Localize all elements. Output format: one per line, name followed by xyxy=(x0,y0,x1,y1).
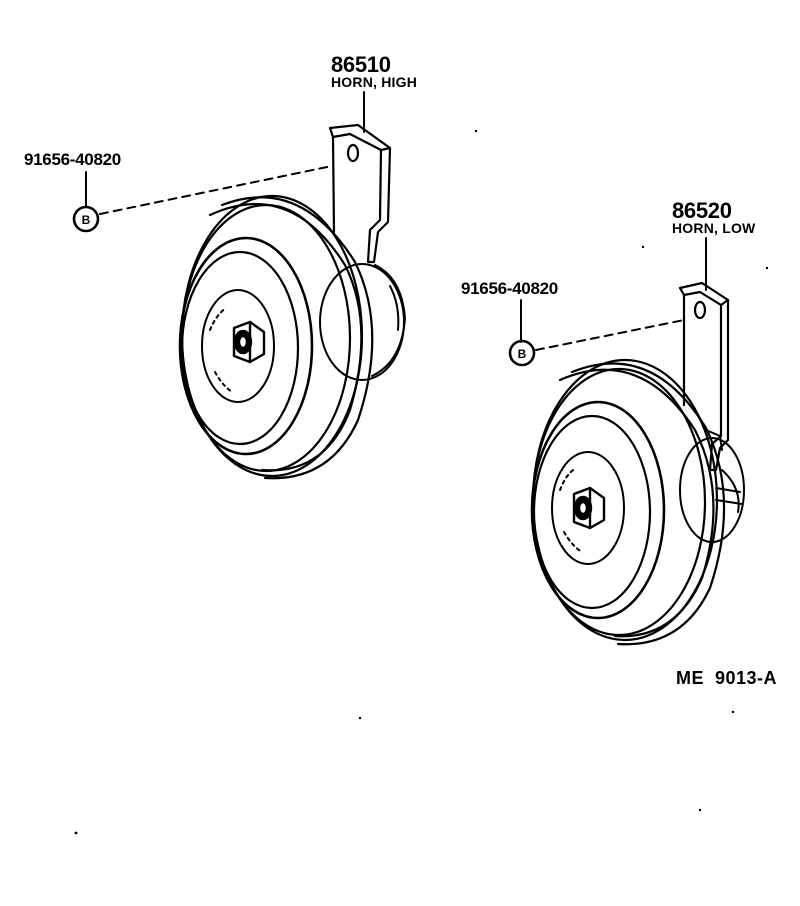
bolt-1-part-number: 91656-40820 xyxy=(24,150,121,169)
horn-low-illustration xyxy=(530,281,745,646)
bolt-symbol-1: B xyxy=(72,205,100,233)
leader-lines xyxy=(85,91,707,351)
horn-high-rear-body xyxy=(319,263,406,381)
print-specks xyxy=(74,129,769,835)
bolt-symbol-2-letter: B xyxy=(518,347,527,361)
horn-high-part-number: 86510 xyxy=(331,52,391,77)
bolt-2-part-number: 91656-40820 xyxy=(461,279,558,298)
bolt-symbol-1-letter: B xyxy=(82,213,91,227)
horn-low-part-number: 86520 xyxy=(672,198,732,223)
horn-high-face xyxy=(201,289,275,403)
horn-high-name: HORN, HIGH xyxy=(331,74,417,90)
diagram-code: ME 9013-A xyxy=(676,668,778,688)
horn-high-bell xyxy=(178,194,374,480)
horn-high-center-nut xyxy=(232,320,266,364)
horn-high-illustration xyxy=(178,123,406,480)
horn-low-center-nut xyxy=(572,486,606,530)
horn-low-bell xyxy=(530,358,726,646)
horn-low-face xyxy=(551,451,625,565)
horn-low-name: HORN, LOW xyxy=(672,220,756,236)
horn-high-bracket xyxy=(328,123,392,264)
bolt-symbol-2: B xyxy=(508,339,536,367)
